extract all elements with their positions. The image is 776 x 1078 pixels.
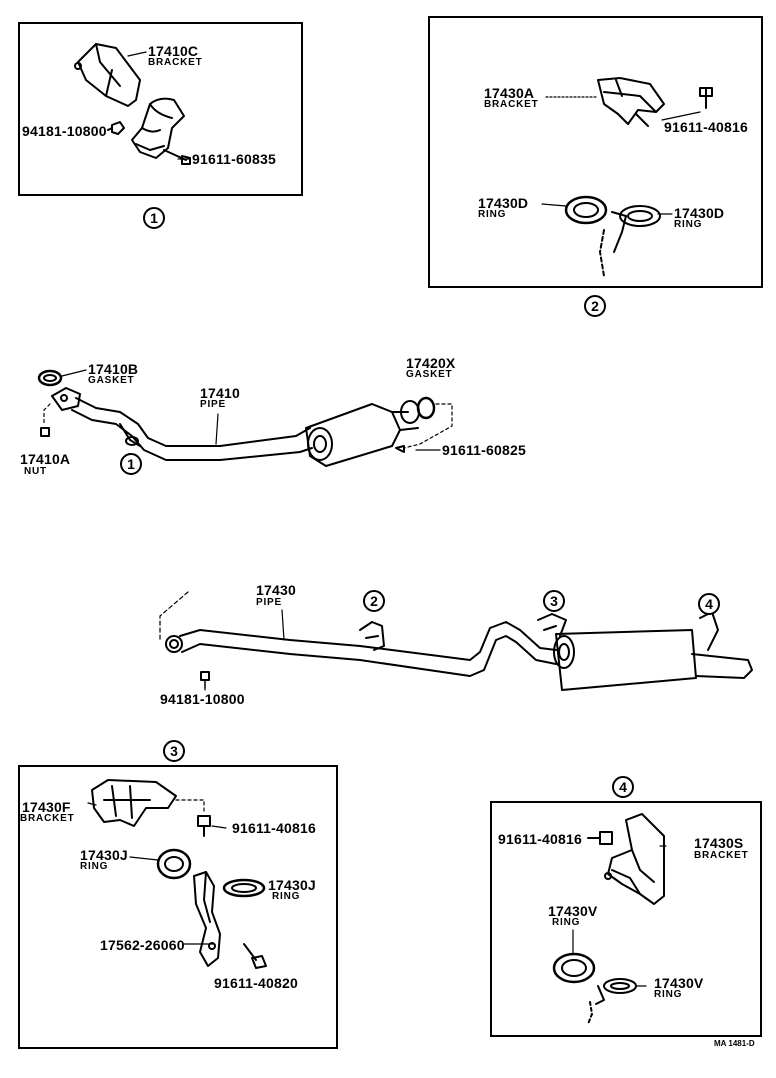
front-gasket-name: GASKET [88, 375, 135, 386]
detail3-hanger-part: 17562-26060 [100, 937, 185, 953]
detail1-leader [107, 127, 113, 131]
tail-hanger-3-drawing [537, 613, 567, 637]
front-gasket-drawing [37, 369, 63, 387]
detail-box-1 [18, 22, 303, 196]
view-number-4: 4 [612, 776, 634, 798]
detail2-ring-right-part: 17430D [674, 205, 725, 221]
detail2-ring-left-name: RING [478, 209, 507, 220]
detail4-ring-top-name: RING [552, 917, 581, 928]
front-nut-part: 17410A [20, 451, 71, 467]
front-pipe-part: 17410 [200, 385, 240, 401]
tail-muffler-drawing [553, 629, 753, 691]
detail4-bracket-drawing [604, 813, 665, 905]
detail-box-2 [428, 16, 763, 288]
detail3-bolt2-drawing [243, 943, 267, 969]
view-number-1: 1 [143, 207, 165, 229]
detail2-bracket-drawing [597, 77, 665, 127]
detail3-dash [175, 799, 205, 813]
front-gasket2-drawing [416, 396, 436, 420]
detail4-bolt-drawing [587, 831, 613, 845]
tail-pipe-drawing [165, 621, 557, 677]
detail4-bracket-name: BRACKET [694, 850, 749, 861]
front-muffler-drawing [305, 403, 419, 467]
detail1-bolt-part: 91611-60835 [192, 151, 276, 167]
detail1-bracket-name: BRACKET [148, 57, 203, 68]
detail4-ring-bottom-part: 17430V [654, 975, 704, 991]
detail1-bracket-drawing [74, 43, 141, 107]
front-gasket-part: 17410B [88, 361, 139, 377]
detail4-ring-top-drawing [552, 952, 596, 984]
detail3-hanger-drawing [193, 871, 221, 967]
tail-view-number-3: 3 [543, 590, 565, 612]
detail3-ring-right-part: 17430J [268, 877, 316, 893]
leader-lines [61, 51, 701, 987]
detail3-bracket-name: BRACKET [20, 813, 75, 824]
front-pipe-name: PIPE [200, 399, 226, 410]
detail3-ring-left-name: RING [80, 861, 109, 872]
detail2-ring-left-part: 17430D [478, 195, 529, 211]
detail-box-3 [18, 765, 338, 1049]
detail3-ring-left-part: 17430J [80, 847, 128, 863]
detail2-ring-right-name: RING [674, 219, 703, 230]
detail3-bolt-drawing [197, 815, 211, 837]
detail1-bracket-part: 17410C [148, 43, 199, 59]
tail-nut-part: 94181-10800 [160, 691, 245, 707]
detail3-ring-left-drawing [156, 848, 192, 880]
detail1-nut-part: 94181-10800 [22, 123, 107, 139]
detail3-bolt-part: 91611-40816 [232, 820, 316, 836]
detail-box-4 [490, 801, 762, 1037]
tail-nut-drawing [200, 671, 210, 681]
detail3-bracket-drawing [91, 779, 177, 827]
tail-flange-dash [159, 591, 189, 641]
front-gasket2-name: GASKET [406, 369, 453, 380]
drawing-code: MA 1481-D [714, 1039, 755, 1048]
detail4-ring-top-part: 17430V [548, 903, 598, 919]
front-nut-name: NUT [24, 466, 47, 477]
tail-view-number-4: 4 [698, 593, 720, 615]
detail1-bolt-drawing [163, 149, 191, 165]
detail2-ring-right-drawing [599, 205, 661, 277]
detail4-ring-bottom-name: RING [654, 989, 683, 1000]
detail2-bolt-part: 91611-40816 [664, 119, 748, 135]
front-pipe-drawing [71, 397, 313, 461]
tail-hanger-4-drawing [699, 611, 719, 651]
front-gasket2-part: 17420X [406, 355, 456, 371]
tail-hanger-2-drawing [359, 621, 385, 651]
detail2-bolt-drawing [699, 87, 713, 109]
detail2-bracket-part: 17430A [484, 85, 535, 101]
view-number-2: 2 [584, 295, 606, 317]
detail3-ring-right-name: RING [272, 891, 301, 902]
front-nut-drawing [40, 427, 50, 437]
detail3-bracket-part: 17430F [22, 799, 71, 815]
tail-pipe-name: PIPE [256, 597, 282, 608]
detail1-nut-drawing [111, 121, 125, 135]
detail2-ring-left-drawing [564, 195, 608, 225]
tail-view-number-2: 2 [363, 590, 385, 612]
front-bolt-dash [403, 403, 453, 449]
tail-pipe-part: 17430 [256, 582, 296, 598]
detail3-bolt2-part: 91611-40820 [214, 975, 298, 991]
detail1-clamp-drawing [131, 97, 185, 159]
detail4-bolt-part: 91611-40816 [498, 831, 582, 847]
front-view-number-1: 1 [120, 453, 142, 475]
detail4-bracket-part: 17430S [694, 835, 744, 851]
front-bolt-part: 91611-60825 [442, 442, 526, 458]
detail3-ring-right-drawing [222, 878, 266, 898]
front-flange-dash [43, 403, 51, 425]
view-number-3: 3 [163, 740, 185, 762]
detail2-bracket-name: BRACKET [484, 99, 539, 110]
